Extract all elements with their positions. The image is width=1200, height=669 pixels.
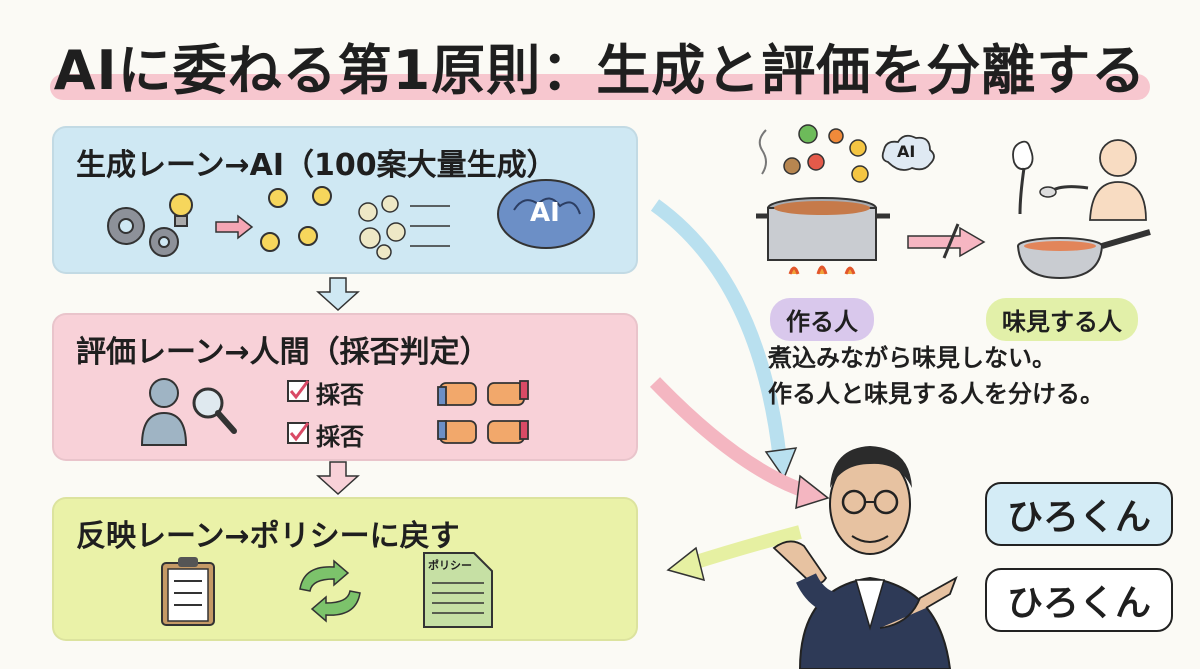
maker-pill: 作る人 — [770, 298, 874, 341]
cooking-pot-icon — [756, 124, 890, 275]
taster-pill: 味見する人 — [986, 298, 1138, 341]
lightbulbs-icon — [260, 186, 332, 252]
evaluation-lane-title: 評価レーン→人間（採否判定） — [76, 335, 490, 370]
ai-brain-icon — [497, 179, 595, 249]
generation-lane-title: 生成レーン→AI（100案大量生成） — [76, 148, 557, 183]
thumbs-icon — [437, 380, 529, 444]
reflection-lane: 反映レーン→ポリシーに戻す ポリシー — [52, 497, 638, 641]
refresh-cycle-icon — [299, 559, 361, 623]
pink-arrow-icon — [215, 214, 254, 240]
caption-line-2: 作る人と味見する人を分ける。 — [768, 380, 1104, 408]
reflection-lane-title: 反映レーン→ポリシーに戻す — [76, 519, 460, 554]
evaluation-lane: 評価レーン→人間（採否判定） 採否 採否 — [52, 313, 638, 461]
kitchen-caption: 煮込みながら味見しない。 作る人と味見する人を分ける。 — [768, 340, 1104, 412]
gears-icon — [107, 207, 179, 257]
speech-bubble-primary: ひろくん — [985, 482, 1174, 546]
taster-icon — [1012, 139, 1151, 280]
check-label-2: 採否 — [316, 423, 364, 451]
down-arrow-icon — [316, 461, 360, 496]
lightbulb-icon — [169, 193, 193, 227]
ai-badge-label: AI — [530, 198, 560, 228]
cloud-ai-label: AI — [897, 142, 916, 161]
ideas-cloud-icon — [358, 195, 450, 260]
presenter-illustration — [772, 446, 958, 669]
speech-bubble-secondary: ひろくん — [985, 568, 1174, 632]
checkbox-icon — [287, 422, 310, 444]
page-title: AIに委ねる第1原則：生成と評価を分離する — [53, 39, 1147, 102]
clipboard-icon — [161, 557, 215, 626]
person-magnifier-icon — [140, 378, 237, 446]
no-mix-arrow-icon — [907, 223, 986, 259]
generation-lane: 生成レーン→AI（100案大量生成） AI — [52, 126, 638, 274]
checkbox-icon — [287, 380, 310, 402]
down-arrow-icon — [316, 277, 360, 312]
caption-line-1: 煮込みながら味見しない。 — [768, 344, 1056, 372]
cloud-ai-icon — [881, 134, 935, 171]
check-label-1: 採否 — [316, 381, 364, 409]
title-highlight — [50, 74, 1150, 100]
policy-document-icon — [423, 552, 493, 628]
policy-doc-label: ポリシー — [428, 559, 472, 572]
